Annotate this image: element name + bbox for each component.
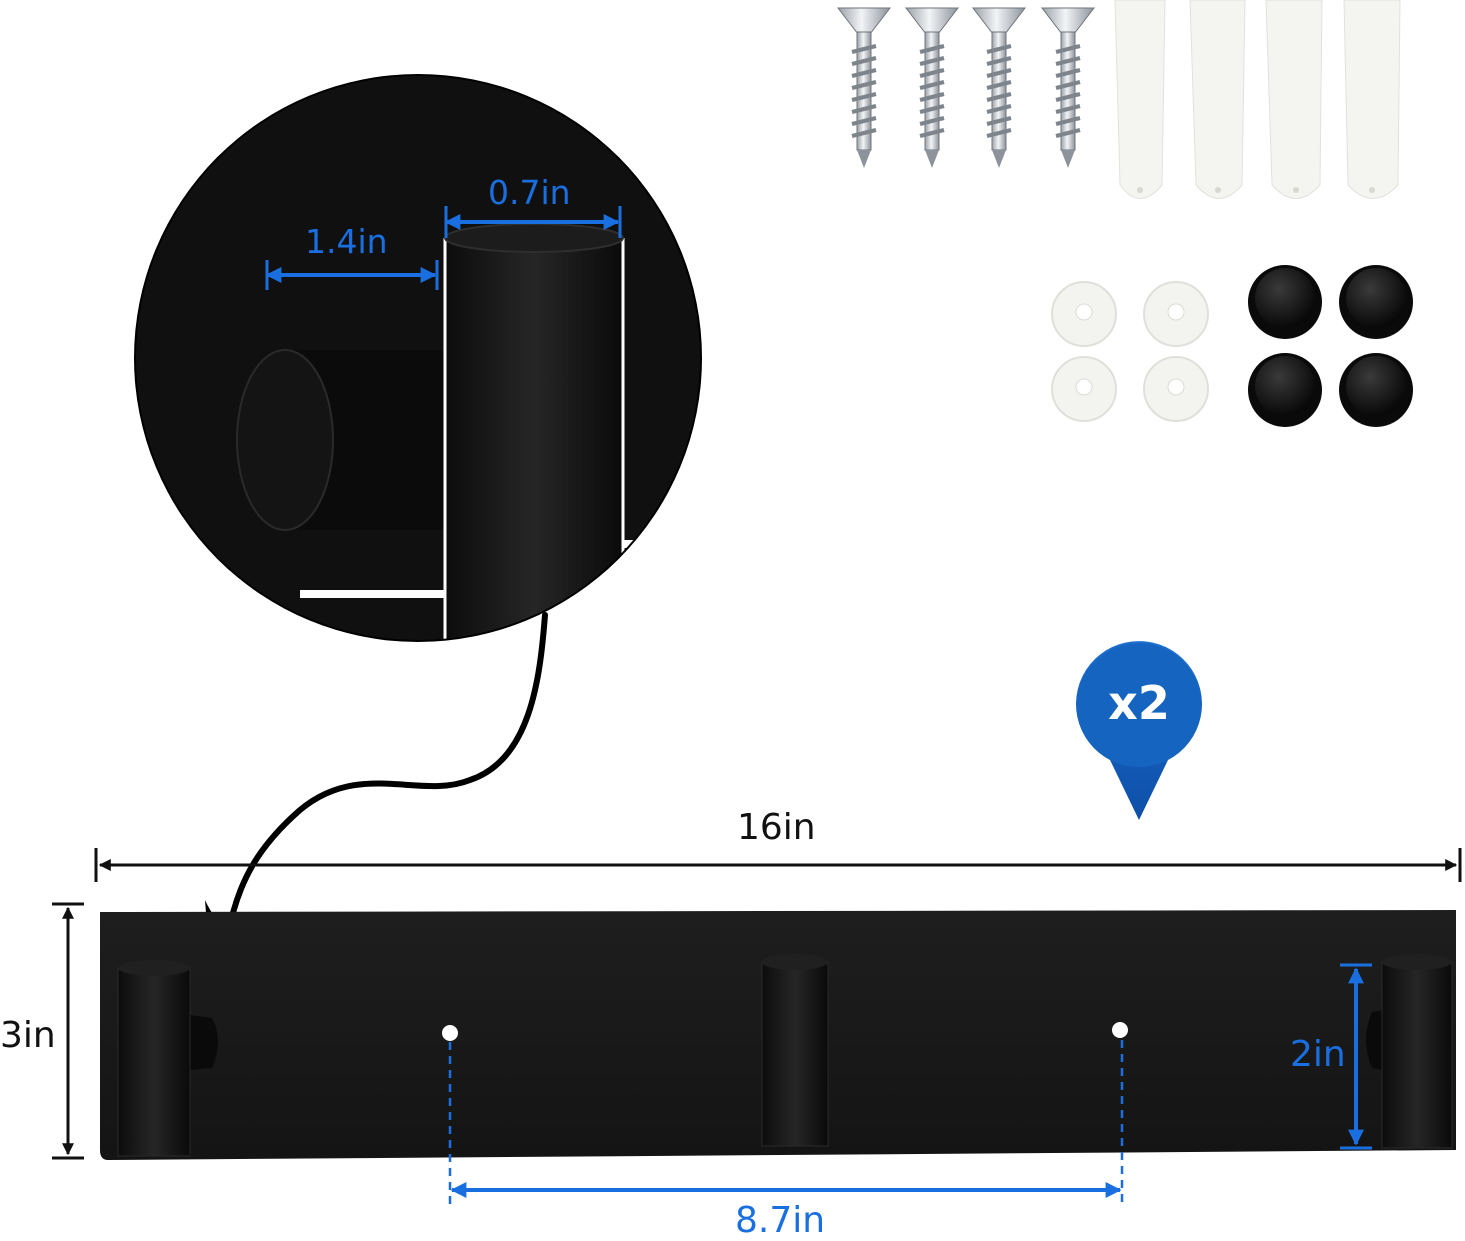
- wall-anchor-icon: [1189, 0, 1246, 199]
- screw-cap-icon: [1339, 265, 1413, 339]
- rack-height-label: 3in: [0, 1015, 56, 1056]
- wall-anchor-icon: [1343, 0, 1401, 199]
- wall-anchors: [1114, 0, 1401, 199]
- washer-icon: [1143, 356, 1209, 422]
- screws: [836, 7, 1096, 168]
- screw-cap-icon: [1248, 353, 1322, 427]
- hole-spacing-dimension: [448, 1040, 1124, 1205]
- washer-icon: [1143, 281, 1209, 347]
- quantity-badge-label: x2: [1108, 676, 1170, 730]
- quantity-badge: [1076, 641, 1202, 820]
- screw-icon: [836, 7, 892, 168]
- hook: [761, 954, 829, 1147]
- hook-projection-label: 1.4in: [305, 222, 388, 261]
- zoom-detail: [134, 74, 702, 642]
- hook-height-dimension: [1340, 963, 1372, 1150]
- screw-caps: [1248, 265, 1413, 427]
- screw-cap-icon: [1248, 265, 1322, 339]
- screw-cap-icon: [1339, 353, 1413, 427]
- washer-icon: [1051, 356, 1117, 422]
- hook-height-label: 2in: [1290, 1034, 1346, 1075]
- hole-spacing-label: 8.7in: [735, 1200, 826, 1241]
- total-length-label: 16in: [737, 807, 816, 848]
- mount-hole: [1112, 1022, 1128, 1038]
- hook-diameter-label: 0.7in: [488, 173, 571, 212]
- length-dimension: [94, 848, 1462, 882]
- washer-icon: [1051, 281, 1117, 347]
- height-dimension: [52, 902, 84, 1160]
- hook: [1366, 954, 1453, 1149]
- screw-icon: [1040, 7, 1096, 168]
- hook-rack: [100, 910, 1456, 1160]
- wall-anchor-icon: [1114, 0, 1166, 199]
- screw-icon: [971, 7, 1027, 168]
- wall-anchor-icon: [1265, 0, 1323, 199]
- mount-hole: [442, 1025, 458, 1041]
- hook: [117, 960, 218, 1157]
- screw-icon: [904, 7, 960, 168]
- washers: [1051, 281, 1209, 422]
